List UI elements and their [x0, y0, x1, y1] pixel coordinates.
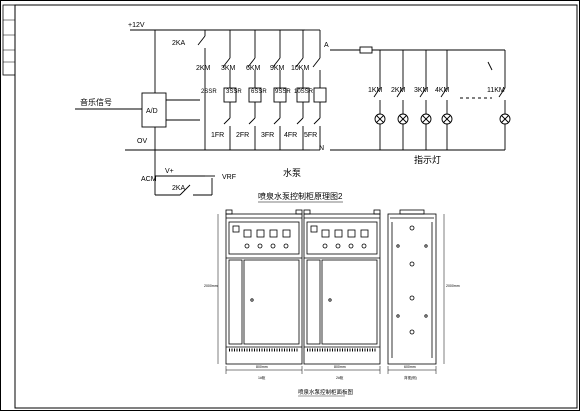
- km-label: 11KM: [487, 87, 505, 94]
- left-circuit: [75, 29, 310, 196]
- column-5: [305, 29, 327, 151]
- title-strip: [2, 4, 16, 76]
- height-left-label: 2000mm: [204, 284, 218, 288]
- lamp-branch-1: [373, 50, 386, 150]
- lamp-branch-2: [396, 50, 409, 150]
- fr-label: 2FR: [236, 132, 249, 139]
- switch-columns: [222, 29, 327, 151]
- km-label: 1KM: [368, 87, 383, 94]
- left-circuit-labels: +12V 音乐信号 A/D OV ACM V+ VRF 2KA 2KA 2KM …: [80, 22, 317, 192]
- ssr-label: 6SSR: [251, 89, 267, 95]
- indicator-label: 指示灯: [414, 154, 441, 165]
- fr-label: 1FR: [211, 132, 224, 139]
- cabinet-elevation: [217, 209, 445, 374]
- km-label: 9KM: [270, 65, 285, 72]
- v-plus-label: V+: [165, 168, 174, 175]
- lamp-branch-4: [440, 50, 453, 150]
- height-right-label: 2000mm: [446, 284, 460, 288]
- cabinet-side-view: [387, 209, 437, 365]
- ssr-label: 2SSR: [201, 89, 217, 95]
- km-label: 6KM: [246, 65, 261, 72]
- km-label: 3KM: [414, 87, 429, 94]
- cabinet-1-label: 1#柜: [258, 375, 266, 380]
- diagram-title: 喷泉水泵控制柜原理图2: [258, 191, 343, 201]
- cabinet-3-label: 背视(侧): [404, 375, 417, 380]
- right-circuit: [330, 46, 511, 151]
- km-label: 4KM: [435, 87, 450, 94]
- width-label-3: 600mm: [404, 365, 416, 369]
- cabinet-2-label: 2#柜: [336, 375, 344, 380]
- ov-label: OV: [137, 138, 147, 145]
- km-label: 2KM: [391, 87, 406, 94]
- column-2: [247, 30, 262, 150]
- width-label-1: 800mm: [256, 365, 268, 369]
- converter-label: A/D: [146, 108, 158, 115]
- fr-label: 3FR: [261, 132, 274, 139]
- cabinet-caption: 喷泉水泵控制柜面板图: [298, 388, 354, 396]
- cabinet-2: [303, 209, 381, 365]
- right-circuit-labels: A N 1KM 2KM 3KM 4KM 11KM 指示灯: [319, 42, 505, 165]
- km-label: 10KM: [291, 65, 309, 72]
- acm-label: ACM: [141, 176, 157, 183]
- km-label: 2KM: [196, 65, 211, 72]
- lamp-branch-5: [498, 50, 511, 150]
- ssr-label: 3SSR: [226, 89, 242, 95]
- line-a-label: A: [324, 42, 329, 49]
- width-label-2: 800mm: [334, 365, 346, 369]
- vrf-label: VRF: [222, 174, 236, 181]
- relay-2ka-bottom-label: 2KA: [172, 185, 186, 192]
- lamp-branch-3: [419, 50, 432, 150]
- km-label: 3KM: [221, 65, 236, 72]
- line-n-label: N: [319, 145, 324, 152]
- cabinet-1: [225, 209, 303, 365]
- relay-2ka-top-label: 2KA: [172, 40, 186, 47]
- ssr-label: 9SSR: [275, 89, 291, 95]
- fr-label: 5FR: [304, 132, 317, 139]
- column-4: [295, 30, 310, 150]
- cabinet-dimension-labels: 2000mm 2000mm 800mm 800mm 600mm 1#柜 2#柜 …: [204, 284, 460, 380]
- inner-border: [14, 4, 578, 409]
- column-3: [272, 30, 287, 150]
- input-signal-label: 音乐信号: [80, 97, 112, 107]
- column-1: [222, 30, 237, 150]
- supply-label: +12V: [128, 22, 145, 29]
- fr-label: 4FR: [284, 132, 297, 139]
- pump-label: 水泵: [283, 167, 301, 178]
- ssr-label: 10SSR: [294, 89, 314, 95]
